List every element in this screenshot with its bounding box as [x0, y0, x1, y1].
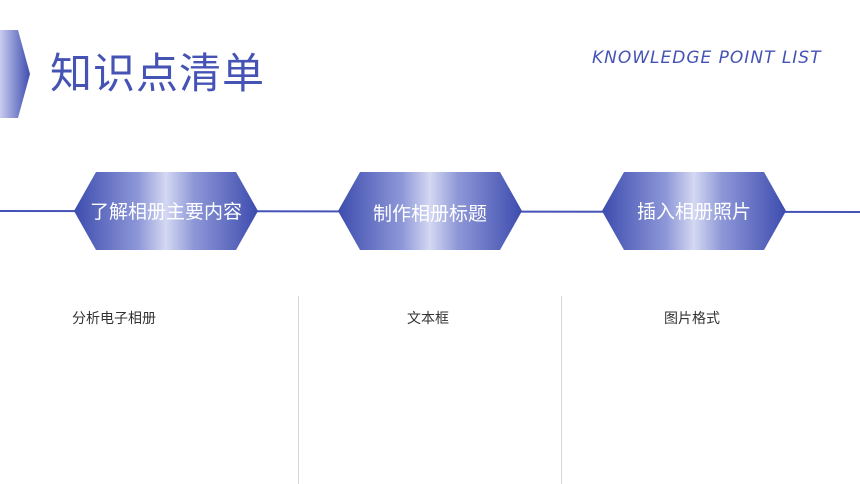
column-divider [298, 296, 299, 484]
step-detail-2: 文本框 [407, 311, 449, 327]
page-subtitle: KNOWLEDGE POINT LIST [592, 48, 822, 68]
step-hexagon-3 [602, 172, 786, 250]
step-label-1: 了解相册主要内容 [89, 201, 242, 223]
step-hexagon-2 [338, 172, 522, 250]
timeline [0, 172, 860, 250]
step-hexagon-1 [74, 172, 258, 250]
column-divider [561, 296, 562, 484]
step-detail-1: 分析电子相册 [72, 311, 156, 327]
page-title: 知识点清单 [50, 49, 266, 98]
step-detail-3: 图片格式 [664, 311, 720, 327]
step-label-2: 制作相册标题 [372, 203, 487, 225]
title-accent-shape [0, 30, 30, 118]
step-label-3: 插入相册照片 [636, 201, 751, 223]
